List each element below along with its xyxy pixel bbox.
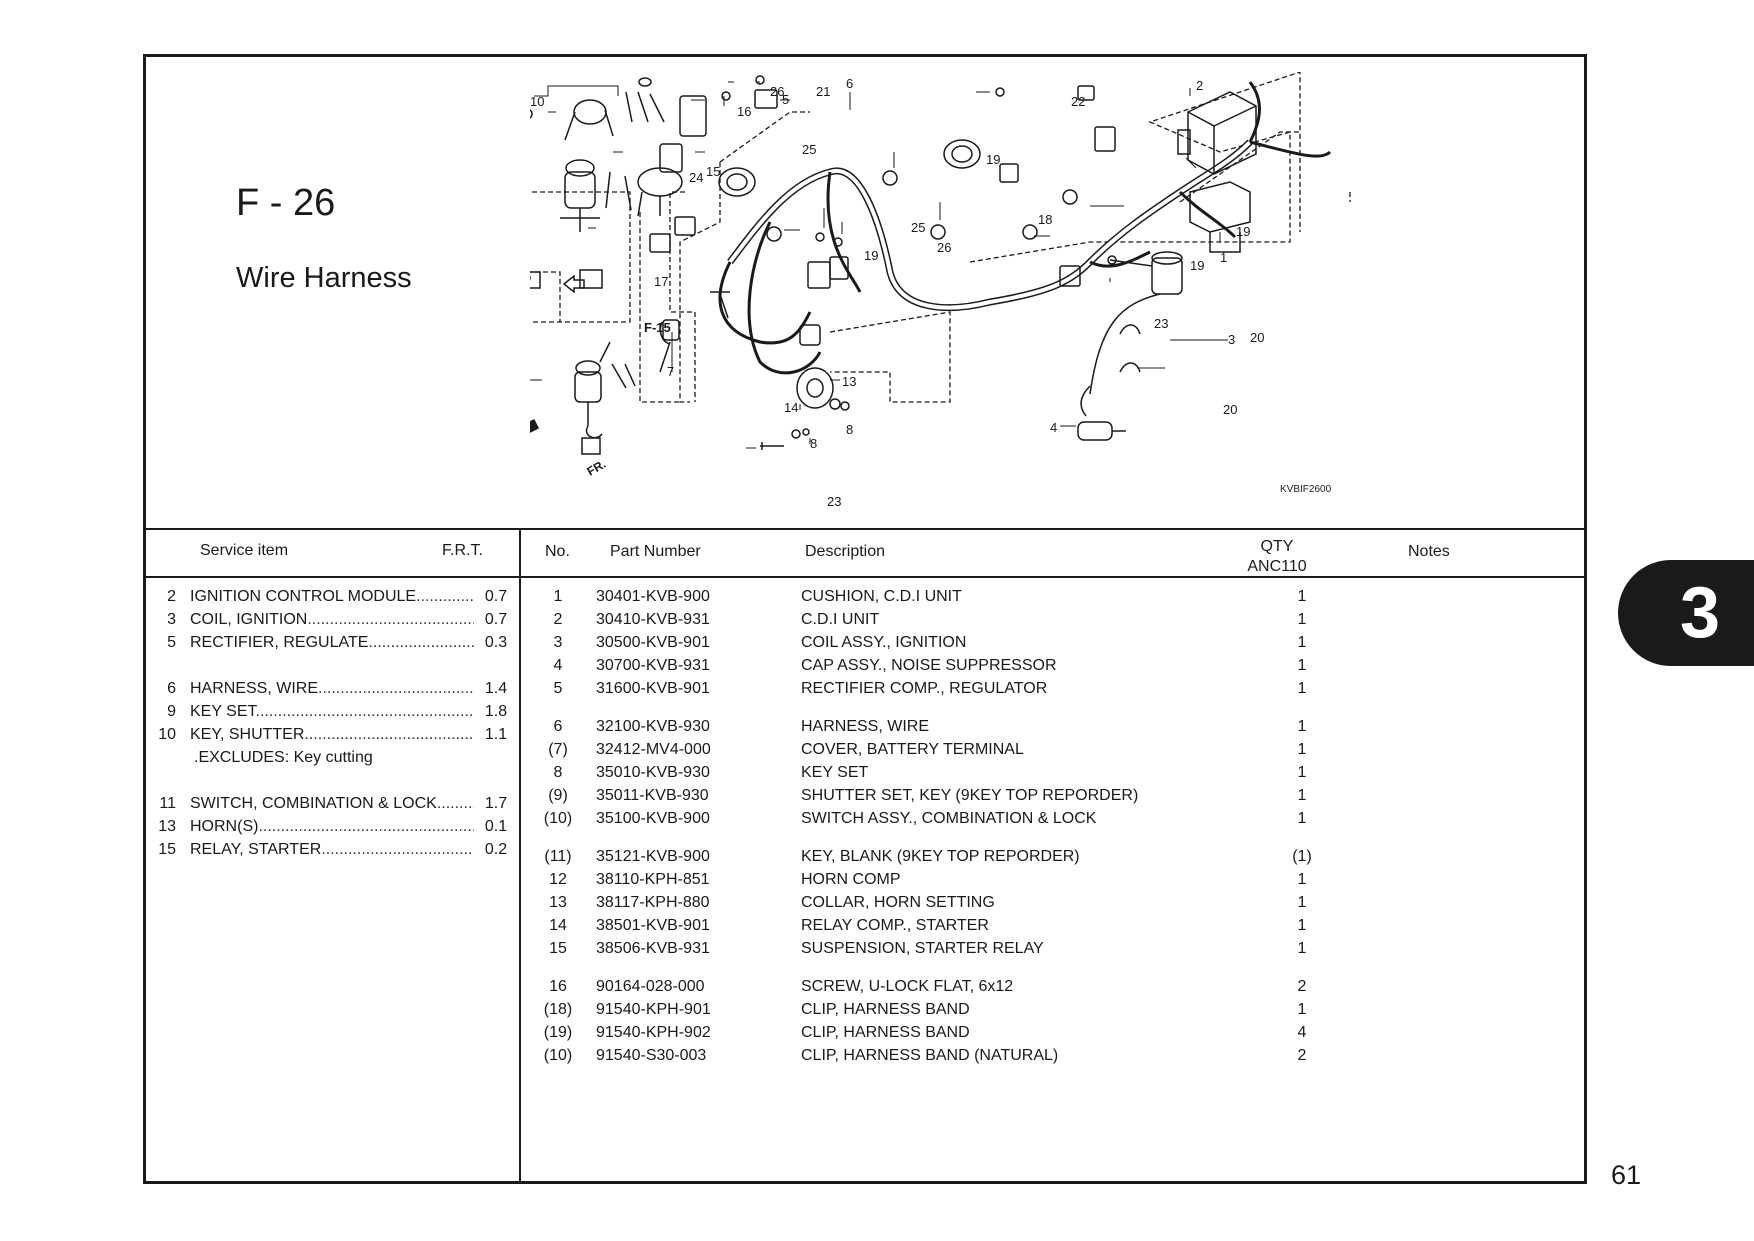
callout-1: 1 <box>1220 250 1227 265</box>
table-header-rule <box>146 576 1584 578</box>
qty-model-header: ANC110 <box>1247 558 1307 575</box>
callout-19a: 19 <box>986 152 1000 167</box>
page-number: 61 <box>1611 1160 1642 1190</box>
callout-19b: 19 <box>864 248 878 263</box>
direction-label: FR. <box>585 457 609 479</box>
callout-26b: 26 <box>937 240 951 255</box>
group-outlines <box>530 72 1351 403</box>
callout-20a: 20 <box>1250 330 1264 345</box>
callout-4: 4 <box>1050 420 1057 435</box>
leader-lines <box>530 81 1228 449</box>
section-tab <box>1618 560 1754 666</box>
callout-18: 18 <box>1038 212 1052 227</box>
callout-19c: 19 <box>1236 224 1250 239</box>
callout-13: 13 <box>842 374 856 389</box>
callout-25a: 25 <box>802 142 816 157</box>
description-header: Description <box>805 543 886 560</box>
qty-header: QTY <box>1260 538 1294 555</box>
callout-16: 16 <box>737 104 751 119</box>
callout-25b: 25 <box>911 220 925 235</box>
callout-3: 3 <box>1228 332 1235 347</box>
callout-15: 15 <box>706 164 720 179</box>
no-header: No. <box>545 543 570 560</box>
frt-header: F.R.T. <box>442 542 483 559</box>
image-code: KVBIF2600 <box>1280 484 1332 495</box>
callout-10: 10 <box>530 94 544 109</box>
callout-5: 5 <box>782 92 789 107</box>
reference-label: F-15 <box>644 320 671 335</box>
callout-14: 14 <box>784 400 798 415</box>
callout-7: 7 <box>667 364 674 379</box>
callout-26a: 26 <box>770 84 784 99</box>
callout-21: 21 <box>816 84 830 99</box>
notes-header: Notes <box>1408 543 1450 560</box>
callout-2: 2 <box>1196 78 1203 93</box>
callout-24: 24 <box>689 170 703 185</box>
figure-code: F - 26 <box>236 182 336 224</box>
callout-19d: 19 <box>1190 258 1204 273</box>
callout-8b: 8 <box>810 436 817 451</box>
service-note: .EXCLUDES: Key cutting <box>194 749 373 766</box>
callout-23b: 23 <box>827 494 841 509</box>
table-divider <box>519 528 521 1181</box>
figure-title: Wire Harness <box>236 262 412 294</box>
part-number-header: Part Number <box>610 543 701 560</box>
callout-17: 17 <box>654 274 668 289</box>
section-tab-number: 3 <box>1679 573 1721 653</box>
callout-23a: 23 <box>1154 316 1168 331</box>
callout-8a: 8 <box>846 422 853 437</box>
table-top-rule <box>146 528 1584 530</box>
callout-20b: 20 <box>1223 402 1237 417</box>
callout-6: 6 <box>846 76 853 91</box>
wire-harness-diagram: 2 1 3 4 5 6 7 8 8 9 10 11 12 13 14 15 16… <box>530 72 1351 509</box>
service-item-header: Service item <box>200 542 289 559</box>
callout-labels: 2 1 3 4 5 6 7 8 8 9 10 11 12 13 14 15 16… <box>530 76 1332 509</box>
component-drawings <box>530 75 1257 455</box>
page-frame <box>143 54 1587 1184</box>
callout-22: 22 <box>1071 94 1085 109</box>
harness-loom <box>718 81 1332 375</box>
